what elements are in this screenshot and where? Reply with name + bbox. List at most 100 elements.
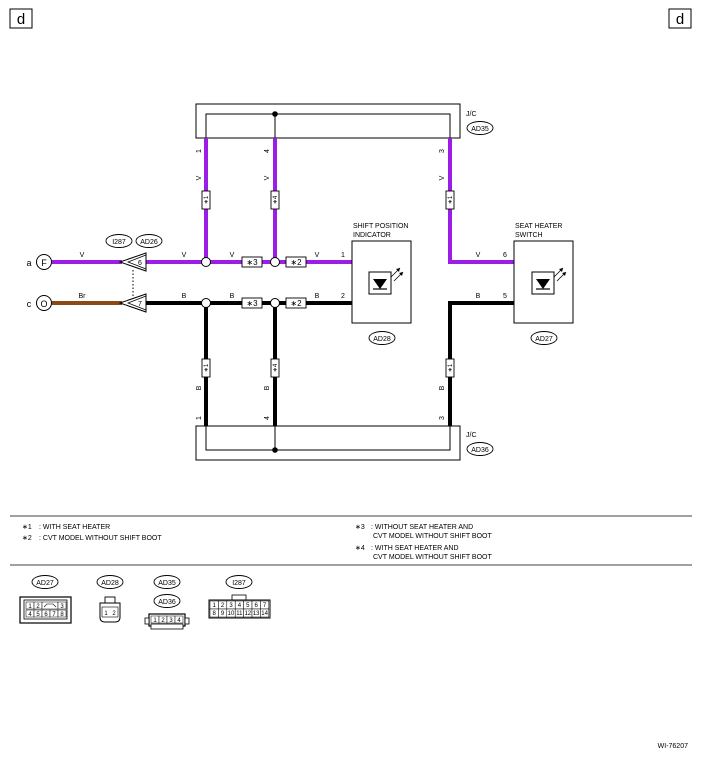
svg-text:∗2: ∗2 (22, 535, 32, 542)
splice-nodes (201, 257, 280, 308)
svg-text:SEAT HEATER: SEAT HEATER (515, 223, 562, 230)
svg-text:∗3: ∗3 (246, 258, 258, 267)
svg-text:V: V (439, 175, 446, 180)
svg-text:F: F (41, 258, 47, 268)
i287-pin-label: 5 (246, 603, 250, 609)
svg-text:∗1: ∗1 (204, 363, 210, 372)
connector-legend-ad27: AD27 1 2 3 4 5 6 7 8 (19, 575, 72, 624)
svg-text:5: 5 (503, 293, 507, 300)
svg-text:7: 7 (52, 612, 56, 618)
jc-bottom-name: J/C (466, 432, 477, 439)
svg-text:CVT MODEL WITHOUT SHIFT BOOT: CVT MODEL WITHOUT SHIFT BOOT (373, 554, 492, 561)
svg-text:c: c (27, 299, 32, 309)
notes: ∗1 : WITH SEAT HEATER ∗2 : CVT MODEL WIT… (22, 524, 492, 561)
svg-text:1: 1 (196, 416, 203, 420)
svg-text:∗4: ∗4 (273, 195, 279, 204)
svg-text:SWITCH: SWITCH (515, 232, 543, 239)
svg-text:1: 1 (104, 611, 108, 617)
i287-pin-label: 14 (261, 611, 268, 617)
i287-pin-label: 11 (236, 611, 243, 617)
i287-pin-label: 2 (221, 603, 225, 609)
svg-text:CVT MODEL WITHOUT SHIFT BOOT: CVT MODEL WITHOUT SHIFT BOOT (373, 533, 492, 540)
connector-legend-ad28: AD28 1 2 (96, 575, 124, 623)
svg-text:∗4: ∗4 (355, 545, 365, 552)
terminal-a-f: a F (26, 254, 52, 270)
svg-text:7: 7 (138, 301, 142, 308)
svg-text:2: 2 (36, 604, 40, 610)
svg-text:3: 3 (60, 604, 64, 610)
terminal-c-o: c O (27, 295, 52, 311)
svg-text:∗1: ∗1 (448, 363, 454, 372)
svg-text:4: 4 (177, 618, 181, 624)
svg-text:V: V (196, 175, 203, 180)
svg-text:∗3: ∗3 (355, 524, 365, 531)
svg-text:8: 8 (60, 612, 64, 618)
svg-text:AD36: AD36 (158, 599, 176, 606)
svg-text:B: B (182, 293, 187, 300)
figure-code: WI-76207 (658, 743, 688, 750)
svg-text:∗2: ∗2 (290, 299, 302, 308)
svg-text:B: B (315, 293, 320, 300)
svg-text:1: 1 (196, 149, 203, 153)
svg-text:∗1: ∗1 (22, 524, 32, 531)
i287-pin-label: 9 (221, 611, 225, 617)
horizontal-splice-markers: ∗3 ∗2 ∗3 ∗2 (241, 256, 307, 309)
svg-text:4: 4 (264, 416, 271, 420)
svg-text:6: 6 (503, 252, 507, 259)
svg-text:3: 3 (169, 618, 173, 624)
jc-top-name: J/C (466, 111, 477, 118)
i287-pin-label: 12 (244, 611, 251, 617)
svg-text:AD28: AD28 (373, 336, 391, 343)
svg-text:d: d (17, 11, 25, 28)
svg-text:AD35: AD35 (158, 580, 176, 587)
wire-labels-violet: V V V V V V V V (80, 175, 481, 259)
i287-pin-label: 7 (263, 603, 267, 609)
svg-text:2: 2 (161, 618, 165, 624)
svg-text:B: B (264, 385, 271, 390)
black-wires (146, 301, 514, 426)
svg-text:: WITH SEAT HEATER AND: : WITH SEAT HEATER AND (371, 545, 459, 552)
svg-text:6: 6 (138, 260, 142, 267)
connector-i287-ad26: I287 AD26 6 7 (105, 234, 163, 313)
svg-text:V: V (80, 252, 85, 259)
svg-text:2: 2 (341, 293, 345, 300)
i287-pin-label: 3 (229, 603, 233, 609)
seat-heater-switch: SEAT HEATER SWITCH 6 5 AD27 (503, 223, 574, 345)
corner-label-left: d (9, 8, 33, 29)
svg-text:B: B (476, 293, 481, 300)
svg-text:O: O (40, 299, 47, 309)
svg-text:SHIFT POSITION: SHIFT POSITION (353, 223, 409, 230)
connector-legend-ad35-ad36: AD35 AD36 1 2 3 4 (144, 575, 190, 630)
wire-labels-black: Br B B B B B B B (79, 293, 481, 390)
i287-pin-label: 6 (255, 603, 259, 609)
svg-text:3: 3 (439, 149, 446, 153)
svg-text:B: B (196, 385, 203, 390)
svg-text:5: 5 (36, 612, 40, 618)
svg-text:AD27: AD27 (535, 336, 553, 343)
junction-connector-ad36: J/C AD36 1 4 3 (195, 416, 494, 461)
svg-text:∗1: ∗1 (204, 195, 210, 204)
svg-text:AD27: AD27 (36, 580, 54, 587)
svg-text:∗3: ∗3 (246, 299, 258, 308)
svg-text:1: 1 (153, 618, 157, 624)
svg-text:V: V (264, 175, 271, 180)
svg-text:∗1: ∗1 (448, 195, 454, 204)
svg-text:a: a (26, 258, 31, 268)
i287-pin-label: 13 (253, 611, 260, 617)
junction-connector-ad35: J/C AD35 1 4 3 (195, 103, 494, 153)
svg-text:V: V (182, 252, 187, 259)
svg-text:Br: Br (79, 293, 87, 300)
svg-text:1: 1 (341, 252, 345, 259)
i287-pin-label: 4 (238, 603, 242, 609)
vertical-splice-markers: ∗1 ∗4 ∗1 ∗1 ∗4 ∗1 (201, 190, 455, 378)
jc-top-code: AD35 (471, 126, 489, 133)
svg-text:: WITH SEAT HEATER: : WITH SEAT HEATER (39, 524, 110, 531)
svg-text:4: 4 (264, 149, 271, 153)
svg-text:∗2: ∗2 (290, 258, 302, 267)
corner-label-right: d (668, 8, 692, 29)
svg-text:: WITHOUT SEAT HEATER AND: : WITHOUT SEAT HEATER AND (371, 524, 473, 531)
svg-text:AD26: AD26 (140, 239, 158, 246)
shift-position-indicator: SHIFT POSITION INDICATOR 1 2 AD28 (341, 223, 412, 345)
